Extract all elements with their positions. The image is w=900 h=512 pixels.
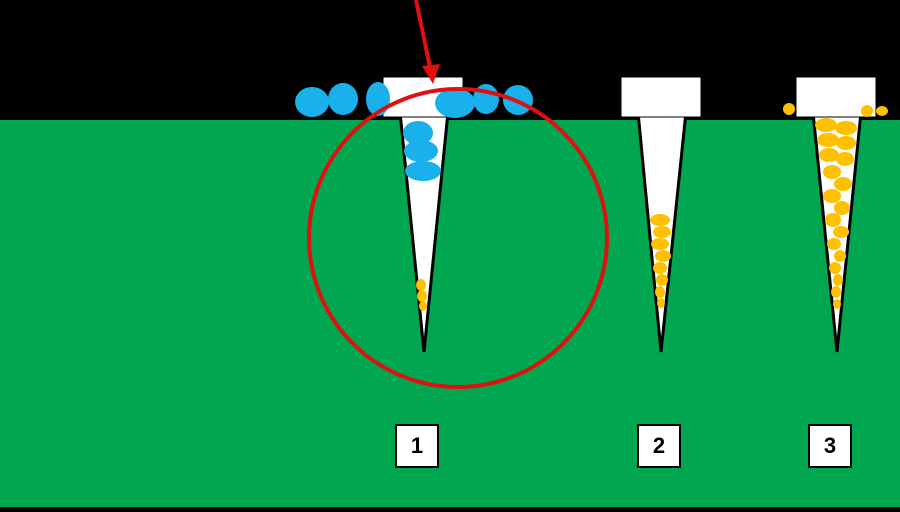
grain-blob (834, 177, 852, 191)
grain-blob (835, 121, 857, 135)
spike-label-3-text: 3 (823, 433, 837, 458)
grain-blob (833, 274, 843, 286)
grain-blob (650, 214, 670, 226)
grain-blob (655, 286, 665, 298)
water-blob (328, 83, 358, 115)
grain-blob (823, 165, 841, 179)
grain-blob (653, 262, 667, 274)
spike-label-2: 2 (637, 424, 681, 468)
grain-blob (657, 298, 665, 308)
grain-blob (651, 238, 669, 250)
grain-blob (831, 286, 841, 298)
grain-blobs (416, 103, 888, 311)
grain-blob (833, 299, 841, 309)
water-blob (295, 87, 329, 117)
spike-label-1: 1 (395, 424, 439, 468)
grain-blob (819, 148, 839, 162)
pointer-arrow-head (422, 64, 440, 84)
grain-blob (861, 105, 873, 117)
grain-blob (823, 189, 841, 203)
spike-label-2-text: 2 (652, 433, 666, 458)
grain-blob (815, 118, 837, 132)
grain-blob (419, 301, 427, 311)
grain-blob (829, 262, 841, 274)
grain-blob (834, 250, 846, 262)
grain-blob (783, 103, 795, 115)
grain-blob (834, 201, 850, 215)
grain-blob (836, 152, 854, 166)
grain-blob (827, 238, 841, 250)
ground-region (0, 120, 900, 507)
water-blob (403, 121, 433, 145)
water-blob (405, 161, 441, 181)
grain-blob (416, 279, 426, 291)
grain-blob (817, 133, 839, 147)
grain-blob (656, 274, 668, 286)
grain-blob (833, 226, 849, 238)
grain-blob (825, 213, 841, 227)
grain-blob (653, 226, 671, 238)
grain-blob (417, 290, 427, 302)
water-blob (435, 88, 475, 118)
spike-2-head (620, 76, 702, 118)
grain-blob (836, 136, 856, 150)
grain-blob (655, 250, 671, 262)
water-blob (404, 140, 438, 162)
grain-blob (876, 106, 888, 116)
highlight-circle (307, 87, 609, 389)
pointer-arrow-shaft (414, 0, 433, 73)
spike-label-1-text: 1 (410, 433, 424, 458)
spike-label-3: 3 (808, 424, 852, 468)
